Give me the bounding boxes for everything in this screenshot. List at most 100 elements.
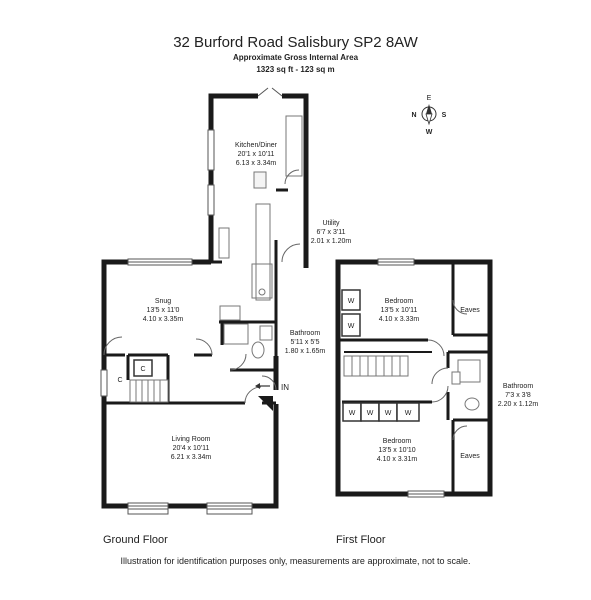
bathroom-gf-name: Bathroom bbox=[290, 330, 321, 337]
living-east-wall bbox=[252, 404, 279, 509]
kitchen-east-wall bbox=[282, 93, 309, 268]
kitchen-west-north-wall bbox=[208, 93, 258, 262]
first-floor-interior bbox=[338, 262, 490, 494]
ground-floor-interior bbox=[104, 188, 288, 405]
first-floor-stairs bbox=[343, 355, 409, 377]
chimney-breast bbox=[258, 396, 273, 411]
disclaimer: Illustration for identification purposes… bbox=[120, 556, 471, 566]
ground-floor-label: Ground Floor bbox=[103, 534, 168, 546]
cupboard-label: C bbox=[140, 366, 145, 373]
living-imperial: 20'4 x 10'11 bbox=[173, 445, 210, 452]
compass-needle bbox=[426, 104, 432, 114]
room-labels: Kitchen/Diner 20'1 x 10'11 6.13 x 3.34m … bbox=[117, 142, 538, 463]
wardrobe-label: W bbox=[405, 410, 412, 417]
shower-tray bbox=[457, 359, 481, 383]
bedroom1-metric: 4.10 x 3.33m bbox=[379, 316, 420, 323]
front-door bbox=[261, 375, 277, 391]
ff-basin bbox=[451, 371, 461, 385]
utility-door bbox=[284, 169, 300, 185]
first-floor-windows bbox=[377, 258, 445, 498]
living-door bbox=[244, 386, 262, 404]
ff-toilet bbox=[464, 397, 480, 411]
ffbath-door bbox=[431, 367, 449, 385]
compass-e: E bbox=[427, 95, 432, 102]
bathroom-ff-imperial: 7'3 x 3'8 bbox=[505, 392, 531, 399]
snug-unit bbox=[219, 305, 241, 321]
bath-shower bbox=[223, 323, 249, 345]
basin bbox=[259, 325, 273, 341]
plan-title: 32 Burford Road Salisbury SP2 8AW bbox=[173, 34, 418, 51]
ground-floor-stairs bbox=[129, 379, 273, 411]
kitchen-metric: 6.13 x 3.34m bbox=[236, 160, 277, 167]
wardrobe-label: W bbox=[348, 298, 355, 305]
wardrobe-label: W bbox=[349, 410, 356, 417]
snug-imperial: 13'5 x 11'0 bbox=[147, 307, 180, 314]
snug-metric: 4.10 x 3.35m bbox=[143, 316, 184, 323]
eaves-bottom-name: Eaves bbox=[460, 453, 480, 460]
bedroom2-door bbox=[431, 385, 449, 403]
compass-n: N bbox=[411, 112, 416, 119]
wardrobe-label: W bbox=[385, 410, 392, 417]
wardrobe-1 bbox=[341, 289, 361, 311]
kitchen-units bbox=[218, 115, 303, 321]
wardrobe-2 bbox=[341, 313, 361, 337]
eaves-top-name: Eaves bbox=[460, 307, 480, 314]
counter-island bbox=[255, 203, 271, 301]
snug-name: Snug bbox=[155, 298, 171, 305]
wardrobe-labels: W W W W W W bbox=[348, 298, 412, 417]
living-metric: 6.21 x 3.34m bbox=[171, 454, 212, 461]
bath-door bbox=[229, 353, 247, 371]
first-floor-doors bbox=[427, 299, 468, 441]
bathroom-gf-metric: 1.80 x 1.65m bbox=[285, 348, 326, 355]
kitchen-french-doors bbox=[257, 87, 283, 97]
wardrobe-6 bbox=[396, 402, 420, 422]
counter-east bbox=[285, 115, 303, 177]
sink-unit bbox=[251, 263, 273, 299]
wardrobe-label: W bbox=[348, 323, 355, 330]
window-kitchen-west bbox=[207, 129, 215, 171]
compass: E N S W bbox=[411, 95, 446, 136]
cupboard-label: C bbox=[117, 377, 122, 384]
window-hall-west bbox=[100, 369, 108, 397]
ground-floor-windows bbox=[100, 129, 253, 515]
plan-area: 1323 sq ft - 123 sq m bbox=[256, 65, 335, 74]
hob bbox=[253, 171, 267, 189]
bathroom-ff-name: Bathroom bbox=[503, 383, 534, 390]
bathroom-ff-metric: 2.20 x 1.12m bbox=[498, 401, 539, 408]
bedroom2-metric: 4.10 x 3.31m bbox=[377, 456, 418, 463]
plan-subtitle: Approximate Gross Internal Area bbox=[232, 53, 359, 62]
wardrobes bbox=[341, 289, 420, 422]
first-bathroom-fixtures bbox=[451, 359, 481, 411]
living-name: Living Room bbox=[172, 436, 211, 443]
ff-west-wall bbox=[335, 259, 408, 497]
counter-west bbox=[218, 227, 230, 259]
compass-w: W bbox=[426, 129, 433, 136]
utility-door-2 bbox=[281, 243, 301, 263]
cupboard-box bbox=[133, 359, 153, 377]
kitchen-imperial: 20'1 x 10'11 bbox=[238, 151, 275, 158]
eaves-bottom-door bbox=[452, 425, 468, 441]
wardrobe-label: W bbox=[367, 410, 374, 417]
compass-needle-tail bbox=[425, 113, 433, 126]
bathroom-gf-imperial: 5'11 x 5'5 bbox=[290, 339, 319, 346]
eaves-top-door bbox=[452, 299, 468, 315]
entrance-arrow: IN bbox=[255, 383, 289, 392]
utility-imperial: 6'7 x 3'11 bbox=[316, 229, 345, 236]
snug-door bbox=[195, 338, 213, 356]
ground-bathroom-fixtures bbox=[223, 323, 273, 359]
hall-door bbox=[103, 336, 123, 356]
bedroom1-imperial: 13'5 x 10'11 bbox=[381, 307, 418, 314]
entrance-label: IN bbox=[281, 383, 289, 392]
toilet bbox=[251, 341, 265, 359]
window-kitchen-west-2 bbox=[207, 184, 215, 216]
bedroom1-door bbox=[427, 339, 445, 357]
utility-metric: 2.01 x 1.20m bbox=[311, 238, 352, 245]
first-floor-label: First Floor bbox=[336, 534, 386, 546]
compass-s: S bbox=[442, 112, 447, 119]
kitchen-name: Kitchen/Diner bbox=[235, 142, 278, 149]
utility-name: Utility bbox=[322, 220, 340, 227]
bedroom1-name: Bedroom bbox=[385, 298, 414, 305]
bedroom2-imperial: 13'5 x 10'10 bbox=[378, 447, 415, 454]
bedroom2-name: Bedroom bbox=[383, 438, 412, 445]
